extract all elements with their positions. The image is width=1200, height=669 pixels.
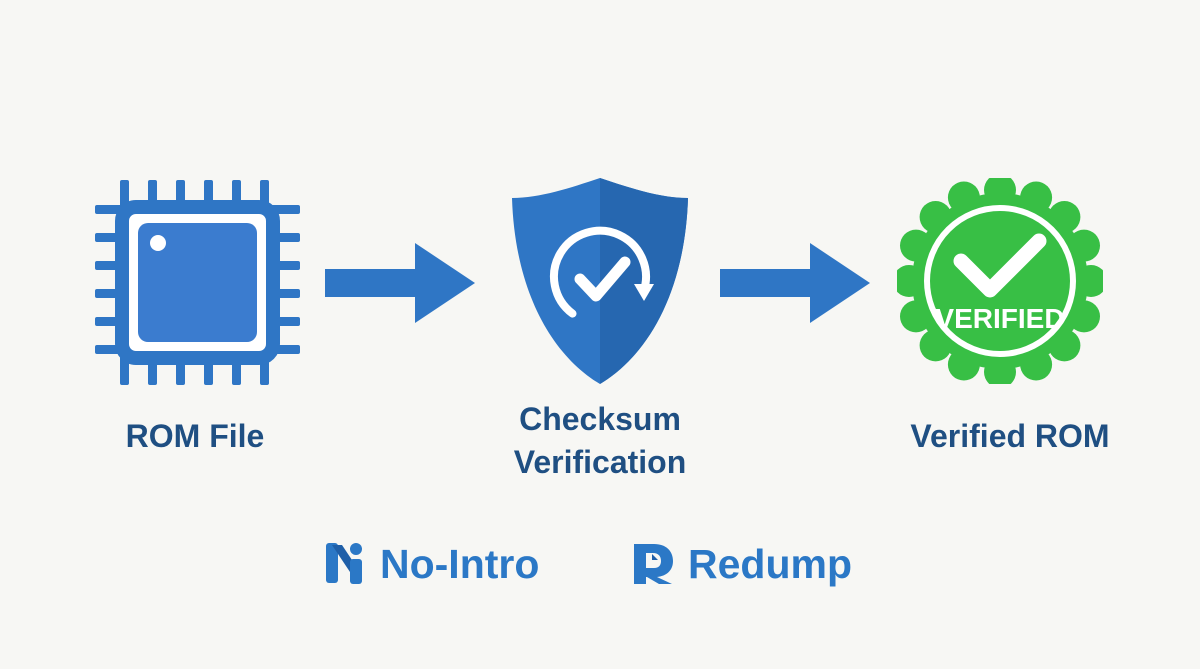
verified-badge-icon: VERIFIED <box>897 178 1103 384</box>
redump-text: Redump <box>688 541 852 587</box>
redump-logo-icon <box>634 544 673 584</box>
verified-rom-label: Verified ROM <box>865 417 1155 455</box>
shield-check-icon <box>512 178 688 384</box>
redump-brand: Redump <box>630 538 852 590</box>
checksum-label-line-1: Checksum <box>519 401 681 437</box>
checksum-label-line-2: Verification <box>513 444 687 480</box>
chip-icon <box>95 180 300 385</box>
no-intro-text: No-Intro <box>380 541 540 587</box>
verified-badge-text: VERIFIED <box>935 303 1064 334</box>
no-intro-brand: No-Intro <box>322 538 539 590</box>
arrow-right-icon <box>325 243 475 323</box>
no-intro-logo-icon <box>326 543 362 584</box>
verified-rom-text: Verified ROM <box>910 418 1110 454</box>
rom-file-text: ROM File <box>125 418 265 454</box>
checksum-verification-label: Checksum Verification <box>455 398 745 484</box>
arrow-right-icon <box>720 243 870 323</box>
rom-file-label: ROM File <box>90 417 300 455</box>
